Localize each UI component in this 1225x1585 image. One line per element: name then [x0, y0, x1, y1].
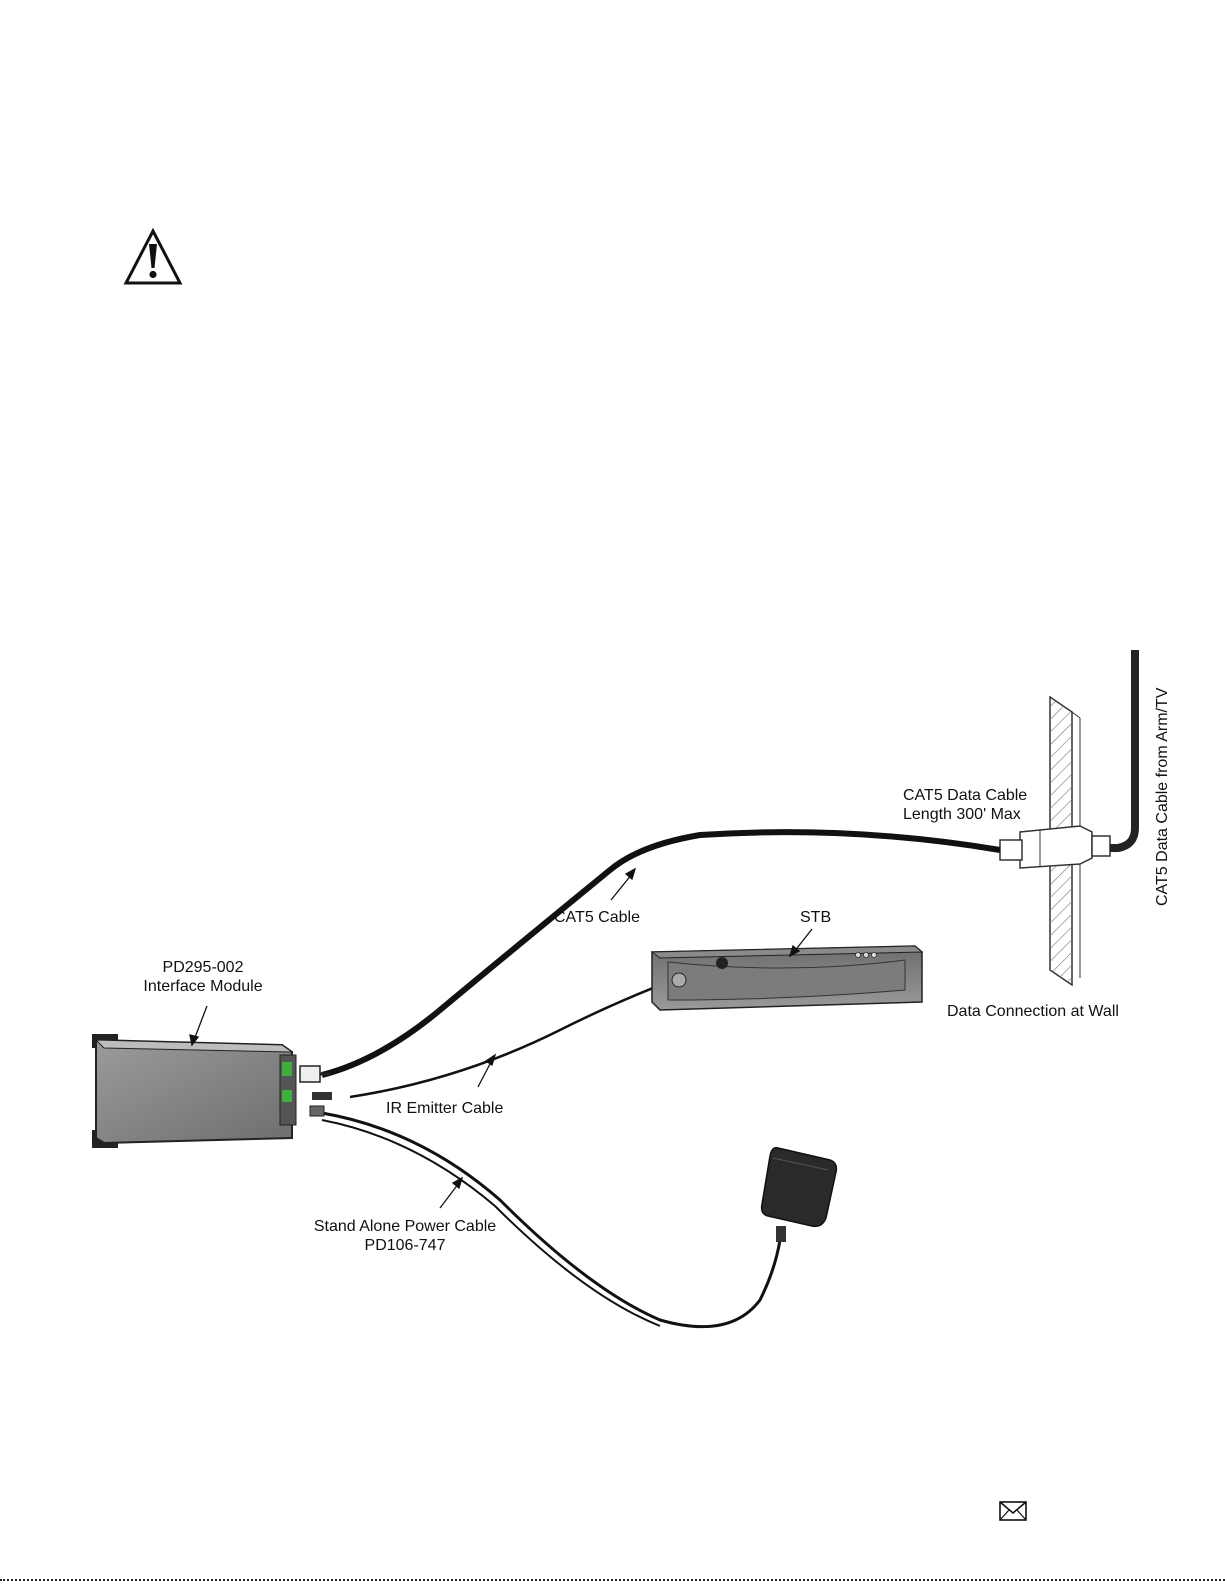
- cat5-cable-text: CAT5 Cable: [554, 908, 640, 927]
- cat5-cable-label: CAT5 Cable: [554, 908, 640, 927]
- power-line2: PD106-747: [296, 1236, 514, 1255]
- data-connection-label: Data Connection at Wall: [947, 1002, 1119, 1021]
- stb-box: [652, 946, 922, 1010]
- stb-text: STB: [800, 908, 831, 927]
- page-bottom-rule: [0, 1579, 1225, 1581]
- envelope-icon: [998, 1500, 1028, 1522]
- cat5-cable-from-arm: [1110, 650, 1135, 848]
- ir-emitter-label: IR Emitter Cable: [386, 1099, 503, 1118]
- cat5-from-arm-text: CAT5 Data Cable from Arm/TV: [1153, 688, 1172, 906]
- cat5-data-cable-line1: CAT5 Data Cable: [903, 786, 1027, 805]
- interface-line2: Interface Module: [138, 977, 268, 996]
- interface-line1: PD295-002: [138, 958, 268, 977]
- cat5-from-arm-label: CAT5 Data Cable from Arm/TV: [1153, 688, 1172, 906]
- power-line1: Stand Alone Power Cable: [296, 1217, 514, 1236]
- cat5-data-cable-line2: Length 300' Max: [903, 805, 1027, 824]
- power-adapter: [762, 1148, 837, 1242]
- stb-label: STB: [800, 908, 831, 927]
- power-cable-label: Stand Alone Power Cable PD106-747: [296, 1217, 514, 1255]
- interface-module: [92, 1034, 332, 1148]
- ir-emitter-text: IR Emitter Cable: [386, 1099, 503, 1118]
- cat5-data-cable-label: CAT5 Data Cable Length 300' Max: [903, 786, 1027, 824]
- interface-module-label: PD295-002 Interface Module: [138, 958, 268, 996]
- wall-data-jack: [1000, 826, 1110, 868]
- data-connection-text: Data Connection at Wall: [947, 1002, 1119, 1021]
- leader-arrows: [190, 869, 812, 1208]
